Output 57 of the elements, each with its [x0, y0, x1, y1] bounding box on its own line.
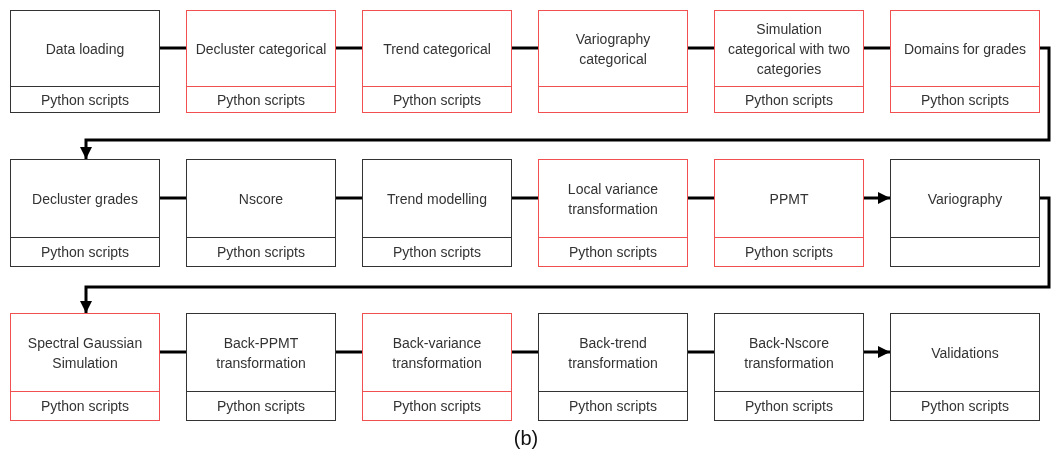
step-title: PPMT — [769, 189, 809, 209]
process-box — [890, 313, 1040, 421]
process-box — [890, 159, 1040, 267]
step-title: Decluster grades — [32, 189, 138, 209]
step-title: Back-trend transformation — [567, 333, 659, 373]
process-box — [186, 313, 336, 421]
tool-label: Python scripts — [393, 244, 481, 260]
step-title: Trend categorical — [383, 39, 491, 59]
process-box — [10, 159, 160, 267]
process-box — [714, 10, 864, 113]
process-box — [538, 10, 688, 113]
process-box — [890, 10, 1040, 113]
process-box — [186, 10, 336, 113]
connector-arrow — [80, 46, 1051, 159]
step-title: Local variance transformation — [566, 179, 660, 219]
step-title: Variography categorical — [574, 29, 652, 69]
step-title: Spectral Gaussian Simulation — [26, 333, 144, 373]
process-box — [186, 159, 336, 267]
step-title: Decluster categorical — [195, 39, 327, 59]
connector-arrow — [864, 192, 890, 204]
process-box — [362, 10, 512, 113]
connector-arrow — [80, 196, 1051, 313]
process-box — [714, 159, 864, 267]
step-title: Trend modelling — [387, 189, 487, 209]
tool-label: Python scripts — [745, 244, 833, 260]
process-box — [538, 313, 688, 421]
tool-label: Python scripts — [569, 244, 657, 260]
tool-label: Python scripts — [569, 398, 657, 414]
process-box — [362, 159, 512, 267]
process-box — [10, 10, 160, 113]
process-box — [362, 313, 512, 421]
step-title: Simulation categorical with two categories — [726, 19, 852, 79]
step-title: Data loading — [45, 39, 125, 59]
tool-label: Python scripts — [393, 91, 481, 108]
step-title: Variography — [927, 189, 1003, 209]
step-title: Nscore — [238, 189, 284, 209]
tool-label: Python scripts — [41, 244, 129, 260]
tool-label: Python scripts — [217, 398, 305, 414]
tool-label: Python scripts — [41, 91, 129, 108]
step-title: Domains for grades — [903, 39, 1027, 59]
process-box — [538, 159, 688, 267]
caption: (b) — [513, 427, 539, 449]
tool-label: Python scripts — [41, 398, 129, 414]
tool-label: Python scripts — [217, 91, 305, 108]
process-box — [10, 313, 160, 421]
step-title: Back-Nscore transformation — [743, 333, 835, 373]
tool-label: Python scripts — [745, 398, 833, 414]
tool-label: Python scripts — [921, 398, 1009, 414]
tool-label: Python scripts — [745, 91, 833, 108]
tool-label: Python scripts — [921, 91, 1009, 108]
connector-arrow — [864, 346, 890, 358]
step-title: Back-PPMT transformation — [215, 333, 307, 373]
step-title: Back-variance transformation — [391, 333, 483, 373]
process-box — [714, 313, 864, 421]
step-title: Validations — [931, 343, 999, 363]
tool-label: Python scripts — [217, 244, 305, 260]
tool-label: Python scripts — [393, 398, 481, 414]
